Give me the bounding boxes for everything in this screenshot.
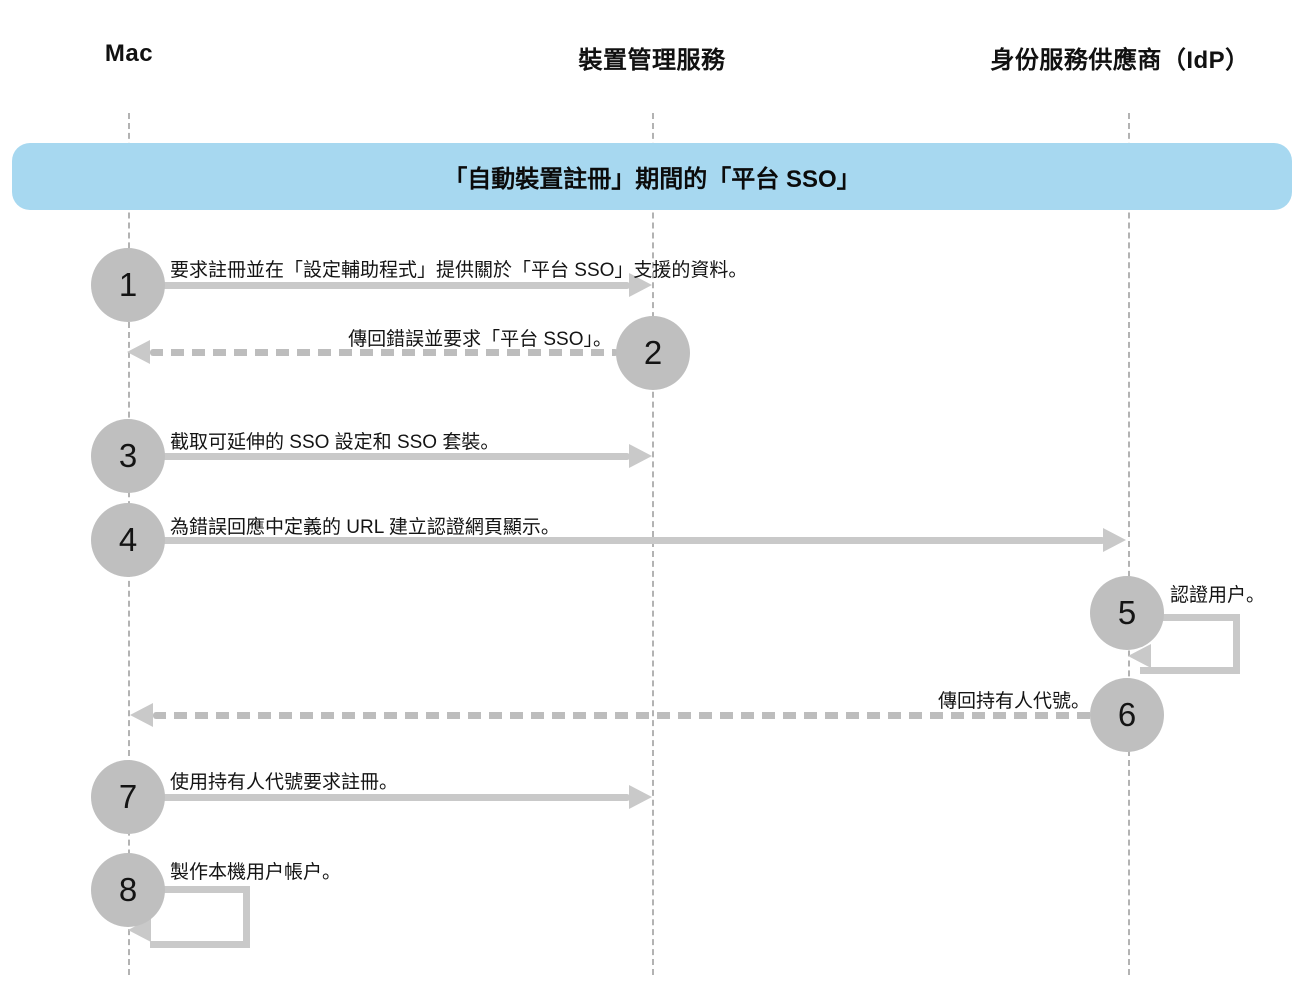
step-7-label: 使用持有人代號要求註冊。 [170,772,399,793]
step-5-arrowhead-icon [1128,644,1151,668]
step-5-circle: 5 [1090,576,1164,650]
actor-label-device-management: 裝置管理服務 [578,47,726,74]
step-4-number: 4 [118,521,138,558]
step-4-arrowhead-icon [1103,528,1126,552]
step-8-self-loop [150,886,250,948]
step-1-label: 要求註冊並在「設定輔助程式」提供關於「平台 SSO」支援的資料。 [170,260,748,281]
step-1-arrow [160,282,630,289]
step-2-arrow [150,349,618,356]
lifeline-device-management [652,113,654,975]
actor-label-mac: Mac [104,40,154,67]
step-3-arrowhead-icon [629,444,652,468]
step-6-label: 傳回持有人代號。 [937,691,1090,712]
step-2-circle: 2 [616,316,690,390]
step-3-label: 截取可延伸的 SSO 設定和 SSO 套裝。 [170,432,500,453]
step-7-arrowhead-icon [629,785,652,809]
step-5-label: 認證用户。 [1170,585,1266,606]
step-6-arrow [153,712,1093,719]
step-8-circle: 8 [91,853,165,927]
step-4-circle: 4 [91,503,165,577]
step-7-circle: 7 [91,760,165,834]
diagram-title: 「自動裝置註冊」期間的「平台 SSO」 [443,166,861,193]
step-4-label: 為錯誤回應中定義的 URL 建立認證網頁顯示。 [170,517,560,538]
step-6-circle: 6 [1090,678,1164,752]
step-1-arrowhead-icon [629,273,652,297]
step-8-label: 製作本機用户帳户。 [170,862,342,883]
step-6-arrowhead-icon [130,703,153,727]
step-5-self-loop [1140,614,1240,674]
actor-label-idp: 身份服務供應商（IdP） [990,47,1250,74]
step-1-circle: 1 [91,248,165,322]
step-3-arrow [160,453,630,460]
step-6-number: 6 [1117,696,1137,733]
step-3-circle: 3 [91,419,165,493]
step-8-number: 8 [118,871,138,908]
step-7-arrow [160,794,630,801]
step-2-arrowhead-icon [127,340,150,364]
step-2-number: 2 [643,334,663,371]
step-1-number: 1 [118,266,138,303]
step-4-arrow [160,537,1105,544]
step-3-number: 3 [118,437,138,474]
title-banner: 「自動裝置註冊」期間的「平台 SSO」 [12,143,1292,210]
lifeline-idp [1128,113,1130,975]
step-7-number: 7 [118,778,138,815]
step-2-label: 傳回錯誤並要求「平台 SSO」。 [348,329,612,350]
step-5-number: 5 [1117,594,1137,631]
